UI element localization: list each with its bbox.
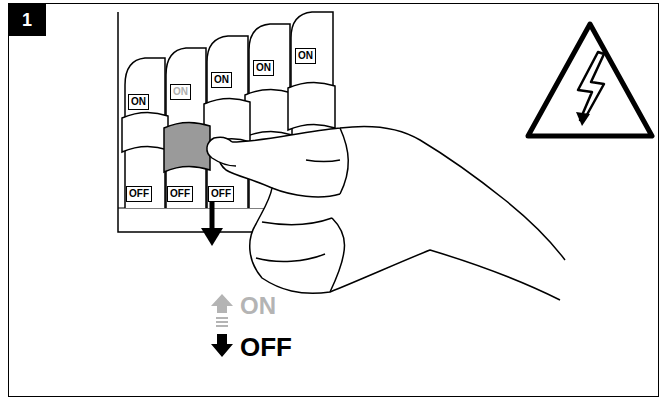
switch-position-plate: ON [211, 72, 232, 88]
step-number-box: 1 [8, 3, 46, 36]
switch-direction-label: OFF [240, 334, 292, 360]
switch-position-plate: OFF [167, 186, 193, 202]
switch-position-plate: OFF [208, 186, 234, 202]
switch-position-plate: ON [253, 60, 274, 76]
step-number: 1 [22, 11, 32, 29]
switch-direction-label: ON [240, 294, 276, 318]
switch-position-plate: ON [295, 48, 316, 64]
switch-position-plate: OFF [126, 186, 152, 202]
switch-position-plate: ON [128, 94, 149, 110]
switch-position-plate: ON [170, 84, 191, 100]
